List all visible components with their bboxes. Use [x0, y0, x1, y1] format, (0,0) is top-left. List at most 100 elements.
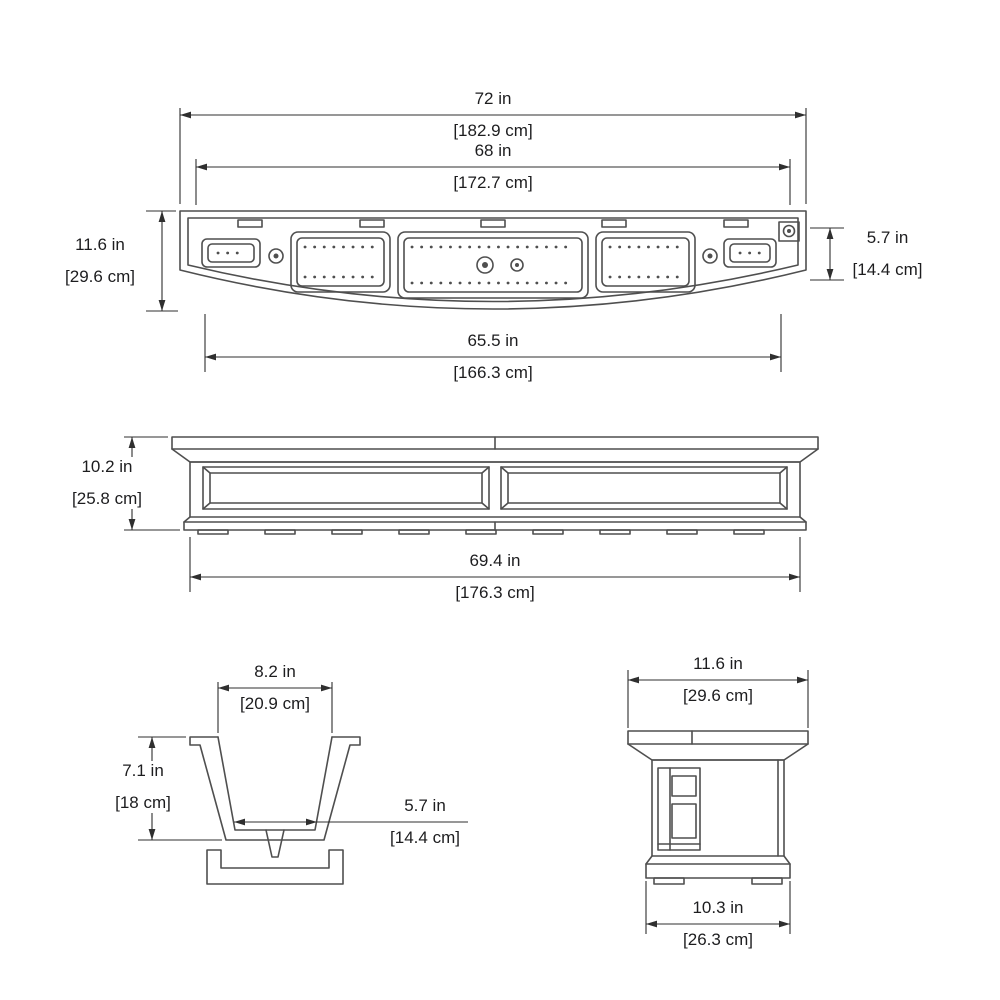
dim-value-cm: [14.4 cm]: [852, 260, 923, 279]
end-plate-right: [723, 238, 777, 268]
dim-label-overall-width: 72 in [182.9 cm]: [423, 89, 563, 141]
dim-value-cm: [20.9 cm]: [240, 694, 310, 713]
dim-label-side-depth: 11.6 in [29.6 cm]: [648, 654, 788, 706]
dim-value-cm: [18 cm]: [115, 793, 171, 812]
clip-tab: [359, 219, 385, 228]
drain-hole-right-center: [707, 253, 713, 259]
dim-value-cm: [172.7 cm]: [453, 173, 533, 192]
dim-value-cm: [14.4 cm]: [390, 828, 460, 847]
foot-left: [653, 877, 685, 885]
dim-value-cm: [26.3 cm]: [683, 930, 753, 949]
dim-value-cm: [29.6 cm]: [683, 686, 753, 705]
end-plate-left: [201, 238, 261, 268]
bracket-box-lower: [671, 803, 697, 839]
dim-label-front-base-width: 69.4 in [176.3 cm]: [425, 551, 565, 603]
dim-value-cm: [25.8 cm]: [72, 489, 142, 508]
foot: [532, 529, 564, 535]
trough-inner: [217, 736, 333, 831]
dim-label-inner-height: 7.1 in [18 cm]: [88, 761, 198, 813]
foot: [331, 529, 363, 535]
dim-value-in: 5.7 in: [404, 796, 446, 815]
dim-value-cm: [29.6 cm]: [65, 267, 135, 286]
foot: [733, 529, 765, 535]
foot: [264, 529, 296, 535]
dim-value-in: 10.3 in: [692, 898, 744, 917]
cap-molding: [171, 448, 819, 463]
cap: [627, 730, 809, 745]
dim-value-in: 72 in: [474, 89, 512, 108]
drain-hole-center-1-dot: [482, 262, 488, 268]
dim-value-in: 5.7 in: [866, 228, 909, 247]
panel-left: [290, 231, 391, 293]
panel-right-outer: [500, 466, 788, 510]
dim-value-in: 68 in: [474, 141, 512, 160]
panel-left-outer: [202, 466, 490, 510]
dim-value-in: 8.2 in: [254, 662, 296, 681]
panel-right-inner: [601, 237, 690, 287]
dim-value-in: 10.2 in: [81, 457, 133, 476]
dim-value-cm: [176.3 cm]: [455, 583, 535, 602]
section-view-drawing: [189, 736, 361, 885]
panel-left-inner: [296, 237, 385, 287]
panel-left-bevels: [202, 466, 490, 510]
top-view-dimensions: [146, 108, 844, 372]
dim-label-inner-bottom-width: 5.7 in [14.4 cm]: [355, 796, 495, 848]
panel-center-inner: [403, 237, 583, 293]
dim-value-cm: [182.9 cm]: [453, 121, 533, 140]
corner-bracket: [778, 221, 800, 242]
dim-value-in: 7.1 in: [122, 761, 164, 780]
panel-right: [595, 231, 696, 293]
dim-value-in: 65.5 in: [467, 331, 519, 350]
dim-label-side-base-depth: 10.3 in [26.3 cm]: [648, 898, 788, 950]
drain-hole-left-center: [273, 253, 279, 259]
dim-value-in: 69.4 in: [469, 551, 521, 570]
dim-value-in: 11.6 in: [693, 654, 743, 673]
rim-inner: [187, 217, 799, 303]
body: [189, 461, 801, 518]
dim-label-opening-width: 8.2 in [20.9 cm]: [205, 662, 345, 714]
drain-hole-right: [702, 248, 718, 264]
base: [645, 863, 791, 879]
dim-value-cm: [166.3 cm]: [453, 363, 533, 382]
body: [651, 759, 785, 857]
drain-hole-center-2: [510, 258, 524, 272]
clip-tab: [723, 219, 749, 228]
side-view-dimensions: [627, 670, 809, 934]
cap-molding: [627, 743, 809, 761]
dim-label-front-height: 10.2 in [25.8 cm]: [47, 457, 167, 509]
foot: [599, 529, 631, 535]
corner-screw-center: [787, 229, 791, 233]
foot: [398, 529, 430, 535]
panel-right-bevels: [500, 466, 788, 510]
front-view-drawing: [171, 436, 819, 535]
drain-hole-center-2-dot: [515, 263, 519, 267]
clip-tab: [601, 219, 627, 228]
dim-label-front-width: 65.5 in [166.3 cm]: [423, 331, 563, 383]
corner-screw: [782, 224, 796, 238]
end-plate-left-inner: [207, 243, 255, 263]
drain-hole-center-1: [476, 256, 494, 274]
dim-value-in: 11.6 in: [75, 235, 125, 254]
panel-center: [397, 231, 589, 299]
clip-tab: [237, 219, 263, 228]
foot: [666, 529, 698, 535]
end-plate-right-inner: [729, 243, 771, 263]
clip-tab: [480, 219, 506, 228]
base-molding: [645, 855, 791, 865]
front-view-dimensions: [124, 436, 801, 592]
drain-spike: [265, 829, 285, 858]
side-view-drawing: [627, 730, 809, 885]
dim-label-rim-width: 68 in [172.7 cm]: [423, 141, 563, 193]
drain-hole-left: [268, 248, 284, 264]
trough-outline: [189, 736, 361, 841]
foot: [197, 529, 229, 535]
panel-left-inner: [209, 472, 483, 504]
bracket-box-upper: [671, 775, 697, 797]
foot: [465, 529, 497, 535]
foot-right: [751, 877, 783, 885]
dim-label-end-depth: 5.7 in [14.4 cm]: [830, 228, 945, 280]
dim-label-overall-depth: 11.6 in [29.6 cm]: [45, 235, 155, 287]
bracket-outline: [657, 767, 701, 851]
